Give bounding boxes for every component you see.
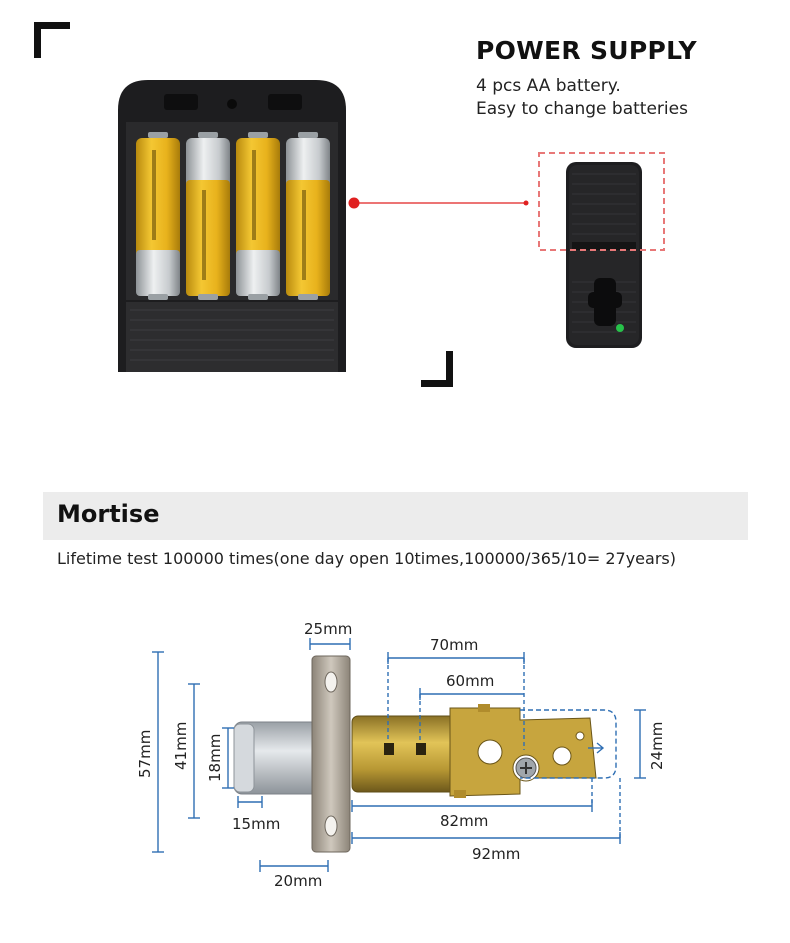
dim-20mm: 20mm bbox=[274, 872, 322, 890]
dim-57mm: 57mm bbox=[136, 730, 154, 778]
battery-3 bbox=[236, 138, 280, 296]
mortise-title: Mortise bbox=[57, 500, 160, 528]
dim-25mm: 25mm bbox=[304, 620, 352, 638]
mortise-latch-diagram: 25mm 70mm 60mm 57mm 41mm 18mm 24mm 15mm … bbox=[136, 620, 666, 890]
dim-18mm: 18mm bbox=[206, 734, 224, 782]
corner-bracket-bottom-right bbox=[421, 351, 453, 387]
dim-24mm: 24mm bbox=[648, 722, 666, 770]
lock-device-image bbox=[538, 152, 665, 348]
dim-92mm: 92mm bbox=[472, 845, 520, 863]
corner-bracket-top-left bbox=[34, 22, 70, 58]
dim-15mm: 15mm bbox=[232, 815, 280, 833]
dim-82mm: 82mm bbox=[440, 812, 488, 830]
dim-41mm: 41mm bbox=[172, 722, 190, 770]
mortise-description: Lifetime test 100000 times(one day open … bbox=[57, 549, 676, 568]
dim-60mm: 60mm bbox=[446, 672, 494, 690]
battery-2 bbox=[186, 138, 230, 296]
battery-compartment-image bbox=[118, 80, 346, 372]
power-supply-title: POWER SUPPLY bbox=[476, 36, 697, 65]
power-supply-line-2: Easy to change batteries bbox=[476, 99, 688, 119]
battery-1 bbox=[136, 138, 180, 296]
battery-4 bbox=[286, 138, 330, 296]
dim-70mm: 70mm bbox=[430, 636, 478, 654]
mortise-header-bar bbox=[43, 492, 748, 540]
callout-pointer bbox=[348, 197, 529, 209]
power-supply-line-1: 4 pcs AA battery. bbox=[476, 76, 621, 96]
